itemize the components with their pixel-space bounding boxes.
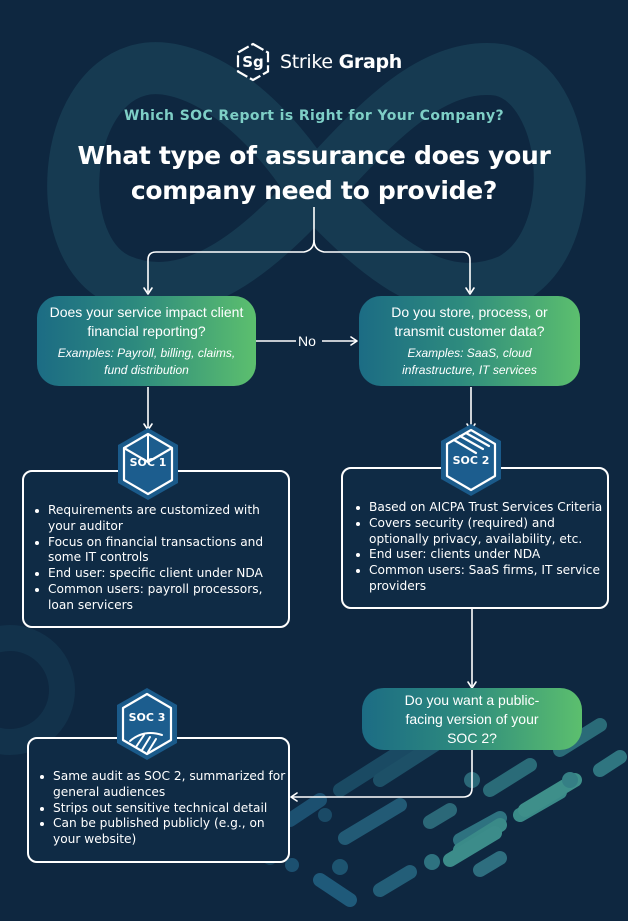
question-customer-data: Do you store, process, or transmit custo… <box>359 296 580 386</box>
bullet-item: Common users: payroll processors, loan s… <box>35 582 288 614</box>
soc1-bullets: Requirements are customized with your au… <box>24 503 288 614</box>
question-examples: Examples: SaaS, cloud infrastructure, IT… <box>402 346 537 377</box>
bullet-item: End user: clients under NDA <box>356 547 607 563</box>
brand-name-bold: Graph <box>338 51 403 73</box>
soc1-badge-label: SOC 1 <box>129 456 167 469</box>
page-title: What type of assurance does your company… <box>77 141 551 205</box>
stacked-layers-icon <box>441 424 501 496</box>
bullet-item: Based on AICPA Trust Services Criteria <box>356 500 607 516</box>
bullet-item: Can be published publicly (e.g., on your… <box>40 816 288 848</box>
infinity-loop-decoration <box>47 42 586 315</box>
faint-circle-decoration <box>0 625 75 755</box>
open-box-icon <box>118 428 178 500</box>
soc2-bullets: Based on AICPA Trust Services Criteria C… <box>343 500 607 595</box>
soc3-bullets: Same audit as SOC 2, summarized for gene… <box>29 769 288 848</box>
brand-name: Strike Graph <box>280 51 402 73</box>
no-branch-label: No <box>298 333 316 349</box>
bullet-item: Same audit as SOC 2, summarized for gene… <box>40 769 288 801</box>
brand-logo: Sg Strike Graph <box>234 42 404 82</box>
question-text: Does your service impact client financia… <box>49 304 244 339</box>
question-financial-reporting: Does your service impact client financia… <box>37 296 256 386</box>
bullet-item: Common users: SaaS firms, IT service pro… <box>356 563 607 595</box>
soc3-badge: SOC 3 <box>114 687 180 761</box>
question-text: Do you want a public-facing version of y… <box>404 691 540 746</box>
brand-name-light: Strike <box>280 51 333 73</box>
soc1-badge: SOC 1 <box>115 427 181 501</box>
page-subtitle: Which SOC Report is Right for Your Compa… <box>123 108 505 124</box>
soc1-card: Requirements are customized with your au… <box>22 470 290 628</box>
question-examples: Examples: Payroll, billing, claims, fund… <box>57 346 236 377</box>
logo-mark-text: Sg <box>242 53 264 71</box>
bullet-item: Strips out sensitive technical detail <box>40 801 288 817</box>
bullet-item: Requirements are customized with your au… <box>35 503 288 535</box>
handshake-icon <box>117 688 177 760</box>
question-text: Do you store, process, or transmit custo… <box>391 304 548 339</box>
flow-connectors <box>147 207 473 798</box>
question-public-facing: Do you want a public-facing version of y… <box>362 688 582 750</box>
bullet-item: End user: specific client under NDA <box>35 566 288 582</box>
bullet-item: Focus on financial transactions and some… <box>35 535 288 567</box>
bullet-item: Covers security (required) and optionall… <box>356 516 607 548</box>
soc2-badge-label: SOC 2 <box>452 454 490 467</box>
strike-graph-hexagon-logo-icon: Sg <box>234 42 272 82</box>
dots-decoration <box>285 772 578 875</box>
soc2-badge: SOC 2 <box>438 423 504 497</box>
soc3-badge-label: SOC 3 <box>128 711 166 724</box>
